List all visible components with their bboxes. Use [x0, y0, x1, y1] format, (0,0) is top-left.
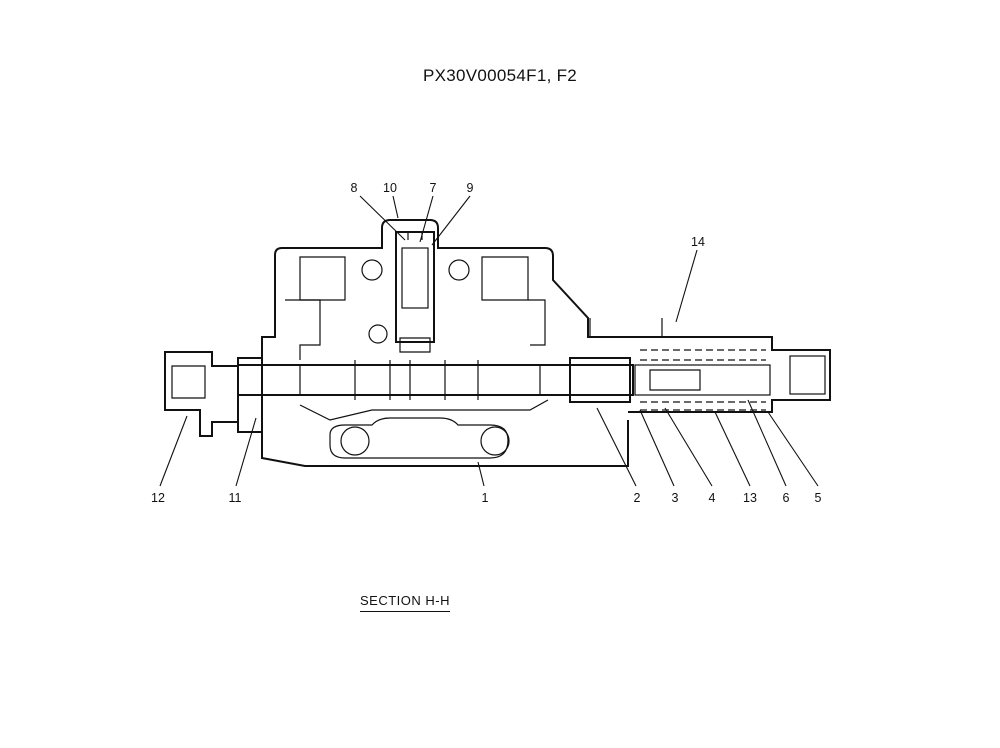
callout-10: 10 — [383, 181, 397, 195]
callout-3: 3 — [672, 491, 679, 505]
leader-lines — [159, 195, 819, 487]
callout-6: 6 — [783, 491, 790, 505]
callout-8: 8 — [351, 181, 358, 195]
callout-4: 4 — [709, 491, 716, 505]
callout-12: 12 — [151, 491, 165, 505]
callout-9: 9 — [467, 181, 474, 195]
section-label: SECTION H-H — [360, 593, 450, 612]
drawing-title: PX30V00054F1, F2 — [422, 66, 578, 85]
callout-5: 5 — [815, 491, 822, 505]
callout-7: 7 — [430, 181, 437, 195]
callout-2: 2 — [634, 491, 641, 505]
callout-13: 13 — [743, 491, 757, 505]
callout-14: 14 — [691, 235, 705, 249]
callout-1: 1 — [482, 491, 489, 505]
callout-labels: 8 10 7 9 14 12 11 1 2 3 4 13 6 5 — [151, 181, 821, 505]
valve-body — [164, 219, 831, 467]
callout-11: 11 — [229, 491, 242, 505]
